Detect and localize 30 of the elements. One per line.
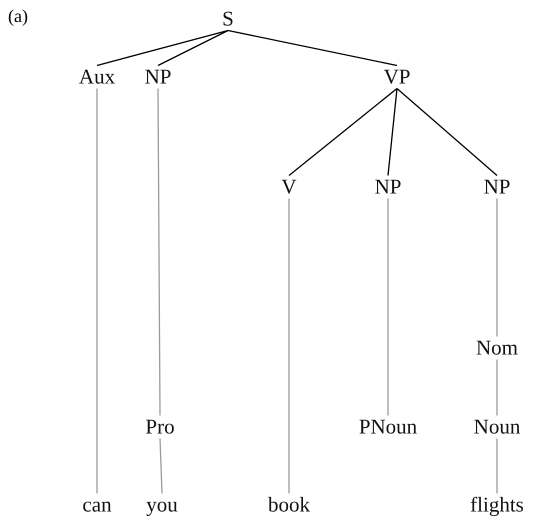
tree-label: NP <box>374 176 402 198</box>
tree-branch <box>96 30 228 66</box>
tree-branch <box>396 88 498 176</box>
tree-branch <box>387 198 389 416</box>
tree-label: Aux <box>78 66 116 88</box>
tree-label: S <box>222 8 234 30</box>
tree-branch <box>496 198 498 336</box>
tree-label: Nom <box>476 336 518 360</box>
tree-branch <box>157 88 161 416</box>
tree-label: book <box>268 494 310 516</box>
tree-branch <box>496 438 498 494</box>
tree-branch <box>496 360 498 416</box>
tree-branch <box>387 88 398 176</box>
tree-label: flights <box>470 494 524 516</box>
tree-branch <box>288 88 398 176</box>
tree-branch <box>159 438 163 494</box>
tree-label: NP <box>144 66 172 88</box>
tree-label: NP <box>484 176 510 198</box>
panel-label: (a) <box>8 6 28 27</box>
tree-label: V <box>281 176 297 198</box>
tree-branch <box>228 30 398 66</box>
tree-branch <box>288 198 290 494</box>
tree-branch <box>158 30 228 66</box>
tree-label: Pro <box>145 416 175 438</box>
tree-branch <box>96 88 98 494</box>
tree-label: VP <box>384 66 410 88</box>
tree-label: PNoun <box>358 416 418 438</box>
tree-label: you <box>146 494 178 516</box>
tree-label: can <box>82 494 112 516</box>
tree-label: Noun <box>474 416 520 438</box>
